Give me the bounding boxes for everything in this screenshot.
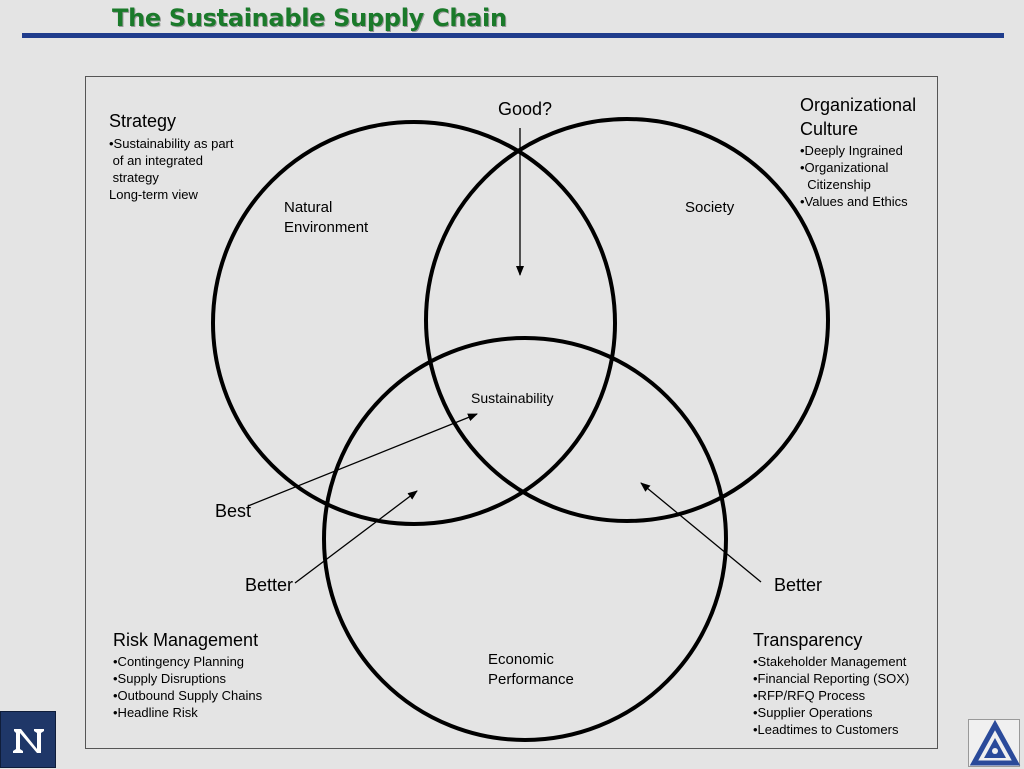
list-item: •Supplier Operations xyxy=(753,705,873,720)
risk-management-heading: Risk Management xyxy=(113,630,259,650)
organizational-culture-list: •Deeply Ingrained •Organizational Citize… xyxy=(800,142,916,210)
risk-management-list: •Contingency Planning •Supply Disruption… xyxy=(113,653,262,721)
strategy-list: •Sustainability as part of an integrated… xyxy=(109,135,234,203)
list-item: •Contingency Planning xyxy=(113,654,245,669)
transparency-heading: Transparency xyxy=(753,630,863,650)
good-label: Good? xyxy=(498,99,553,119)
sustainability-label: Sustainability xyxy=(471,390,554,406)
list-item: strategy xyxy=(109,170,159,185)
better-left-arrow xyxy=(294,490,418,584)
university-n-logo-icon xyxy=(0,711,56,768)
transparency-list: •Stakeholder Management •Financial Repor… xyxy=(753,653,909,738)
organizational-culture-heading: Organizational Culture xyxy=(800,95,917,139)
list-item: •Supply Disruptions xyxy=(113,671,226,686)
strategy-heading: Strategy xyxy=(109,111,177,131)
list-item: of an integrated xyxy=(109,153,203,168)
list-item: •Sustainability as part xyxy=(109,136,234,151)
title-divider xyxy=(22,33,1004,38)
better-right-label: Better xyxy=(774,575,823,595)
list-item: •Outbound Supply Chains xyxy=(113,688,263,703)
list-item: •Deeply Ingrained xyxy=(800,143,903,158)
organizational-culture-panel: Organizational Culture •Deeply Ingrained… xyxy=(800,93,916,210)
list-item: •Organizational xyxy=(800,160,889,175)
best-label: Best xyxy=(215,501,252,521)
list-item: •Leadtimes to Customers xyxy=(753,722,899,737)
society-label: Society xyxy=(685,199,735,216)
list-item: •RFP/RFQ Process xyxy=(753,688,866,703)
best-arrow xyxy=(247,413,478,507)
society-circle xyxy=(424,117,830,523)
diagram-frame xyxy=(85,76,938,749)
strategy-panel: Strategy •Sustainability as part of an i… xyxy=(109,111,234,203)
natural-environment-circle xyxy=(211,120,617,526)
list-item: •Financial Reporting (SOX) xyxy=(753,671,910,686)
slide-title: The Sustainable Supply Chain xyxy=(112,4,507,32)
transparency-panel: Transparency •Stakeholder Management •Fi… xyxy=(753,630,909,738)
list-item: •Headline Risk xyxy=(113,705,198,720)
better-right-arrow xyxy=(640,482,762,583)
list-item: Citizenship xyxy=(800,177,871,192)
triangle-emblem-logo-icon xyxy=(968,719,1021,767)
list-item: •Stakeholder Management xyxy=(753,654,907,669)
economic-performance-label: Economic Performance xyxy=(488,651,574,688)
list-item: •Values and Ethics xyxy=(800,194,908,209)
economic-performance-circle xyxy=(322,336,728,742)
natural-environment-label: Natural Environment xyxy=(284,199,369,236)
risk-management-panel: Risk Management •Contingency Planning •S… xyxy=(113,630,262,721)
better-left-label: Better xyxy=(245,575,294,595)
list-item: Long-term view xyxy=(109,187,198,202)
